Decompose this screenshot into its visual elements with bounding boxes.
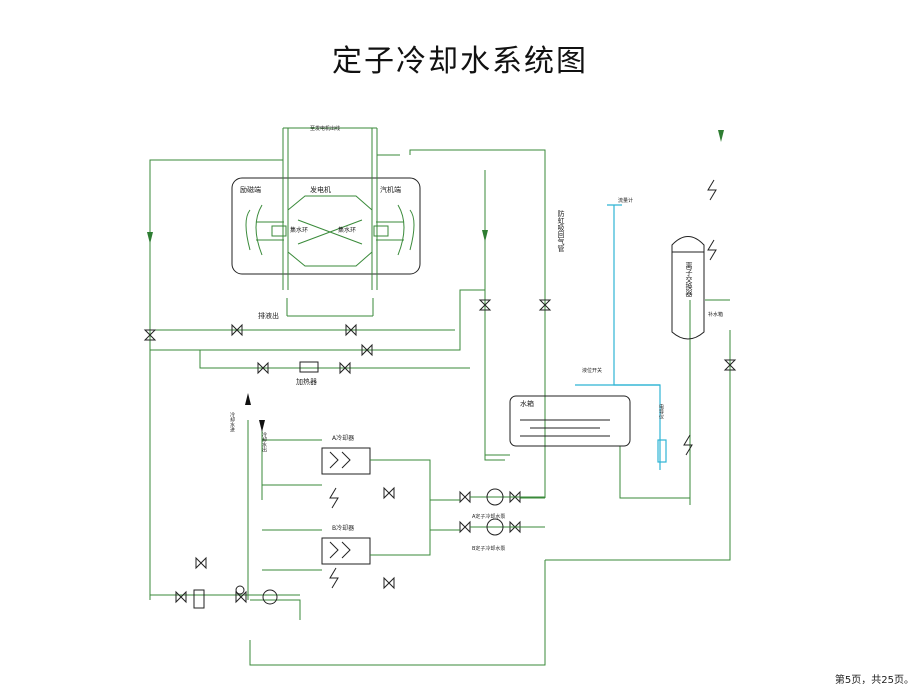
cooler-a: [321, 447, 371, 475]
pump-b: [486, 518, 504, 536]
ion-exchanger: [671, 236, 705, 340]
label-heater: 加热器: [296, 377, 317, 386]
filter: [193, 585, 278, 609]
label-generator: 发电机: [310, 185, 331, 194]
label-ion-exchanger: 离子交换器: [685, 261, 693, 298]
diagram-title: 定子冷却水系统图: [332, 44, 588, 79]
page-footer: 第5页，共25页。: [834, 675, 914, 686]
label-cooling-water-out: 冷却水出: [261, 431, 267, 453]
valves: [143, 179, 737, 604]
label-water-tank: 水箱: [520, 399, 534, 408]
svg-text:防虹吸回气管: 防虹吸回气管: [557, 209, 565, 253]
svg-text:冷却水出: 冷却水出: [261, 431, 267, 453]
label-drain: 排液出: [258, 311, 279, 320]
label-cooling-water-in: 冷却水进: [229, 411, 235, 433]
pump-a: [486, 488, 504, 506]
label-ring-right: 集水环: [338, 226, 356, 234]
flow-arrows: [147, 130, 724, 432]
cooler-piping: [247, 420, 545, 620]
instrument-lines: [575, 204, 667, 470]
label-pump-a: A定子冷却水泵: [472, 513, 505, 520]
label-flow-meter: 流量计: [618, 197, 633, 204]
label-cooler-a: A冷却器: [332, 434, 354, 442]
label-top-pipe: 至发电机出线: [310, 125, 340, 132]
label-cooler-b: B冷却器: [332, 524, 354, 532]
cooler-b: [321, 537, 371, 565]
generator-frame: [231, 127, 421, 290]
label-conductivity: 电导仪: [658, 403, 664, 419]
main-piping: [149, 149, 731, 666]
svg-text:冷却水进: 冷却水进: [229, 411, 235, 433]
label-tank-small: 补水箱: [708, 311, 723, 318]
water-tank: [509, 395, 631, 447]
svg-text:电导仪: 电导仪: [658, 403, 664, 419]
label-pump-b: B定子冷却水泵: [472, 545, 505, 552]
heater-box: [299, 361, 319, 373]
label-level-switch: 液位开关: [582, 367, 602, 374]
label-turbine-end: 汽机端: [380, 185, 401, 194]
label-ring-left: 集水环: [290, 226, 308, 234]
svg-text:离子交换器: 离子交换器: [685, 261, 693, 298]
label-vent: 防虹吸回气管: [557, 209, 565, 253]
label-exciter-end: 励磁端: [240, 185, 261, 194]
